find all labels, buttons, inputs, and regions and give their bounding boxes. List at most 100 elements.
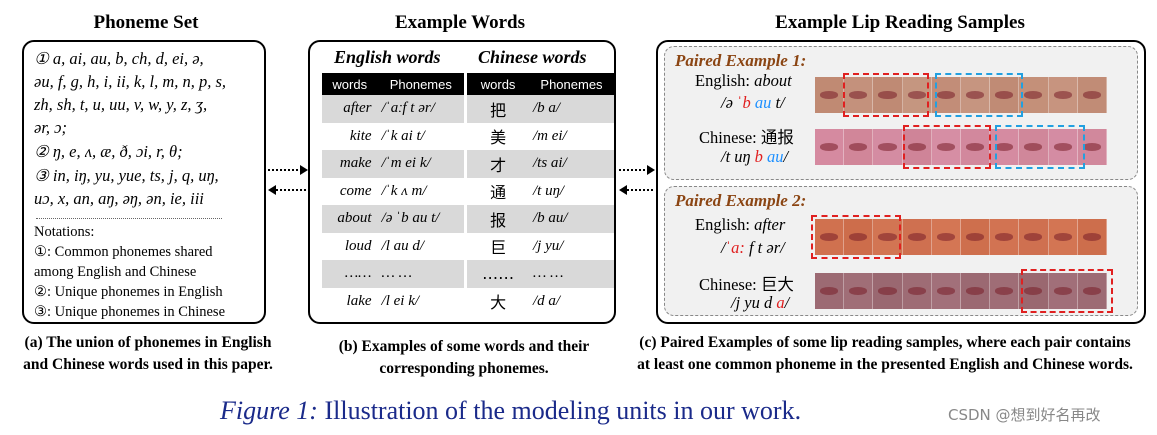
lip-frame xyxy=(1019,219,1049,255)
phoneme-set-panel: ① a, ai, au, b, ch, d, ei, ə, əu, f, g, … xyxy=(22,40,266,324)
lip-frame xyxy=(931,273,961,309)
chinese-words-title: Chinese words xyxy=(478,47,587,67)
en-word: …… xyxy=(322,260,378,288)
zh-phoneme: /j yu/ xyxy=(532,237,564,254)
paired-example-2: Paired Example 2: English: after /ˈa: f … xyxy=(664,186,1138,316)
en-phoneme: /l au d/ xyxy=(381,237,425,254)
phoneme-line: uɔ, x, an, aŋ, əŋ, ən, ie, iii xyxy=(34,189,204,208)
ph-red: b xyxy=(754,147,763,166)
english-word: about xyxy=(754,71,792,90)
ph-red: ˈa: xyxy=(725,238,745,257)
col-phonemes-zh: Phonemes xyxy=(528,73,614,95)
col-words-zh: words xyxy=(467,73,529,95)
en-phoneme: /ˈk ai t/ xyxy=(381,127,425,144)
phoneme-line: zh, sh, t, u, uu, v, w, y, z, ʒ, xyxy=(34,95,208,114)
caption-a: (a) The union of phonemes in English and… xyxy=(8,332,288,376)
words-table: words Phonemes words Phonemes after /ˈaː… xyxy=(322,73,614,315)
caption-tag: (b) xyxy=(338,338,358,355)
caption-line: corresponding phonemes. xyxy=(379,360,549,377)
lip-strip xyxy=(815,129,1107,165)
notation-line: among English and Chinese xyxy=(34,264,197,280)
zh-word: 大 xyxy=(490,293,507,313)
ph-part: / xyxy=(784,293,790,312)
ph-blue: au xyxy=(767,147,784,166)
red-highlight-box xyxy=(1021,269,1113,313)
ph-part: /ə xyxy=(721,93,738,112)
caption-tag: (a) xyxy=(24,334,43,351)
ph-part: /j yu d xyxy=(731,293,777,312)
lip-frame xyxy=(873,129,903,165)
label-text: English: xyxy=(695,71,751,90)
table-row: about /ə ˈb au t/ 报 /b au/ xyxy=(322,205,614,233)
lip-frame xyxy=(1048,219,1078,255)
caption-line: Paired Examples of some lip reading samp… xyxy=(656,334,1131,351)
caption-c: (c) Paired Examples of some lip reading … xyxy=(618,332,1152,376)
lip-frame xyxy=(1077,273,1107,309)
lip-frame xyxy=(960,129,991,165)
en-phoneme: /ˈk ʌ m/ xyxy=(381,182,427,199)
lip-frame xyxy=(815,273,845,309)
table-row: lake /l ei k/ 大 /d a/ xyxy=(322,287,614,315)
red-highlight-box xyxy=(903,125,991,169)
en-phoneme: /l ei k/ xyxy=(381,292,420,309)
zh-phoneme: /ts ai/ xyxy=(528,150,614,178)
lip-samples-heading: Example Lip Reading Samples xyxy=(775,12,1025,33)
label-text: English: xyxy=(695,215,751,234)
ph-red: a xyxy=(776,293,785,312)
en-phoneme: /ə ˈb au t/ xyxy=(377,205,465,233)
col-words-en: words xyxy=(322,73,378,95)
zh-word: 把 xyxy=(467,95,529,123)
lip-frame xyxy=(844,77,874,113)
ph-blue: au xyxy=(754,93,772,112)
lip-frame xyxy=(990,77,1020,113)
notations-title: Notations: xyxy=(34,224,95,240)
en-word: make xyxy=(322,150,378,178)
lip-frame xyxy=(1019,129,1049,165)
lip-frame xyxy=(902,77,932,113)
blue-highlight-box xyxy=(995,125,1085,169)
divider xyxy=(36,218,222,219)
zh-word: 报 xyxy=(467,205,529,233)
example-words-panel: English words Chinese words words Phonem… xyxy=(308,40,616,324)
lip-strip xyxy=(815,273,1107,309)
lip-frame xyxy=(873,273,903,309)
zh-phoneme: /b a/ xyxy=(528,95,614,123)
zh-word: 通 xyxy=(490,183,507,203)
phoneme-line: ③ in, iŋ, yu, yue, ts, j, q, uŋ, xyxy=(34,166,219,185)
lip-frame xyxy=(815,77,845,113)
ex1-chinese-phonemes: /t uŋ b au/ xyxy=(721,147,788,167)
lip-frame xyxy=(844,273,874,309)
ex1-english-phonemes: /ə ˈb au t/ xyxy=(721,93,785,113)
example-2-title: Paired Example 2: xyxy=(675,191,807,210)
zh-phoneme: /d a/ xyxy=(532,292,561,309)
lip-frame xyxy=(990,219,1020,255)
lip-frame xyxy=(873,219,903,255)
caption-line: at least one common phoneme in the prese… xyxy=(637,356,1133,373)
watermark: CSDN @想到好名再改 xyxy=(948,406,1101,424)
zh-phoneme: /b au/ xyxy=(528,205,614,233)
blue-highlight-box xyxy=(935,73,1023,117)
lip-frame xyxy=(960,77,991,113)
lip-frame xyxy=(1019,273,1049,309)
lip-frame xyxy=(931,129,961,165)
caption-line: and Chinese words used in this paper. xyxy=(23,356,273,373)
ph-part: / xyxy=(721,238,726,257)
red-highlight-box xyxy=(843,73,929,117)
notation-line: ②: Unique phonemes in English xyxy=(34,284,223,300)
phoneme-line: ① a, ai, au, b, ch, d, ei, ə, xyxy=(34,49,204,68)
caption-line: Examples of some words and their xyxy=(357,338,590,355)
lip-frame xyxy=(1077,129,1107,165)
lip-frame xyxy=(960,273,991,309)
lip-frame xyxy=(902,219,932,255)
en-word: come xyxy=(339,182,372,199)
lip-frame xyxy=(844,219,874,255)
en-word: about xyxy=(322,205,378,233)
figure-label: Figure 1: xyxy=(220,396,318,425)
en-phoneme: /ˈm ei k/ xyxy=(377,150,465,178)
ph-part: t/ xyxy=(771,93,785,112)
col-phonemes-en: Phonemes xyxy=(377,73,465,95)
paired-example-1: Paired Example 1: English: about /ə ˈb a… xyxy=(664,46,1138,180)
red-highlight-box xyxy=(811,215,901,259)
ex1-english-label: English: about xyxy=(695,71,792,91)
lip-frame xyxy=(902,129,932,165)
